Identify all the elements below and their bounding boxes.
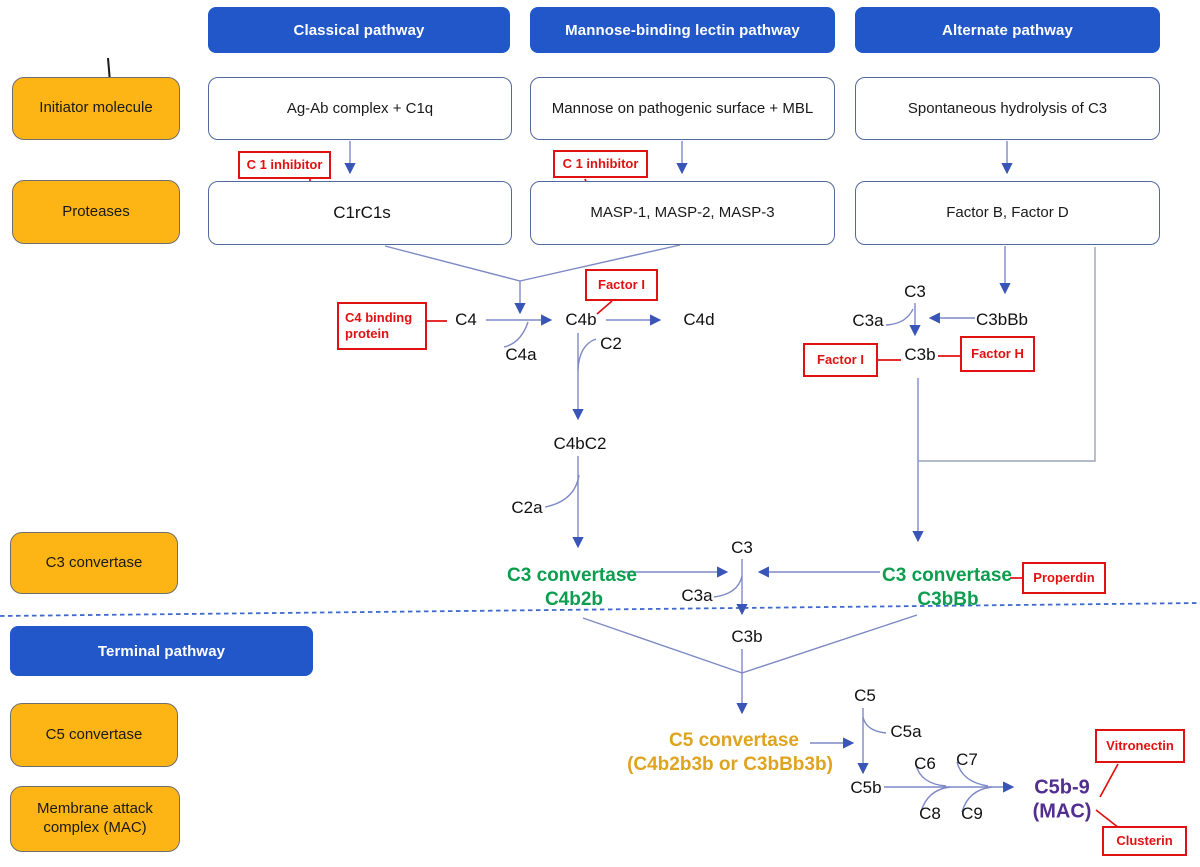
blue-connectors [344,141,1015,813]
c6-label: C6 [914,754,936,773]
c5-convertase-name: (C4b2b3b or C3bBb3b) [627,754,833,775]
c4bc2-label: C4bC2 [553,434,607,453]
c2-label: C2 [600,334,622,353]
c8-label: C8 [919,804,941,823]
proteases-row-label: Proteases [12,180,180,244]
clusterin-box: Clusterin [1102,826,1187,856]
vitronectin-box: Vitronectin [1095,729,1185,763]
classical-pathway-header: Classical pathway [208,7,510,53]
c2a-label: C2a [511,498,543,517]
c3-convertase-alternate-title: C3 convertase [882,565,1012,586]
c3b-alternate-label: C3b [904,345,936,364]
c3-convertase-classical-name: C4b2b [544,589,604,610]
alternate-pathway-header: Alternate pathway [855,7,1160,53]
alternate-loop-connector [918,247,1096,462]
c5b-label: C5b [850,778,882,797]
terminal-pathway-header: Terminal pathway [10,626,313,676]
c5a-label: C5a [890,722,922,741]
initiator-molecule-row-label: Initiator molecule [12,77,180,140]
c4-label: C4 [455,310,477,329]
c4a-label: C4a [505,345,537,364]
c3bbb-label: C3bBb [976,310,1028,329]
c1-inhibitor-box-mbl: C 1 inhibitor [553,150,648,178]
c1-inhibitor-box-classical: C 1 inhibitor [238,151,331,179]
c4-binding-protein-box: C4 binding protein [337,302,427,350]
properdin-box: Properdin [1022,562,1106,594]
c4b-label: C4b [565,310,597,329]
mbl-pathway-header: Mannose-binding lectin pathway [530,7,835,53]
c5b9-label: C5b-9 [1034,776,1090,799]
factor-h-box: Factor H [960,336,1035,372]
factor-i-box-alternate: Factor I [803,343,878,377]
c7-label: C7 [956,750,978,769]
classical-proteases-box [208,181,512,245]
c3-central-label: C3 [731,538,753,557]
alternate-proteases-box: Factor B, Factor D [855,181,1160,245]
c3-convertase-row-label: C3 convertase [10,532,178,594]
c5-convertase-title: C5 convertase [669,730,799,751]
c1rc1s-label: C1rC1s [333,203,391,222]
c3-convertase-alternate-name: C3bBb [917,589,979,610]
c3b-central-label: C3b [731,627,763,646]
terminal-pathway-divider-dashed-line [0,602,1200,617]
mac-label: (MAC) [1032,800,1092,823]
classical-initiator-box: Ag-Ab complex + C1q [208,77,512,140]
mbl-proteases-box: MASP-1, MASP-2, MASP-3 [530,181,835,245]
c4d-label: C4d [683,310,715,329]
factor-i-box-classical: Factor I [585,269,658,301]
c5-convertase-row-label: C5 convertase [10,703,178,767]
c3a-alternate-label: C3a [852,311,884,330]
alternate-initiator-box: Spontaneous hydrolysis of C3 [855,77,1160,140]
c3-convertase-classical-title: C3 convertase [507,565,637,586]
c3a-central-label: C3a [681,586,713,605]
c9-label: C9 [961,804,983,823]
c3-alternate-label: C3 [904,282,926,301]
mbl-initiator-box: Mannose on pathogenic surface + MBL [530,77,835,140]
mac-row-label: Membrane attack complex (MAC) [10,786,180,852]
c5-label: C5 [854,686,876,705]
